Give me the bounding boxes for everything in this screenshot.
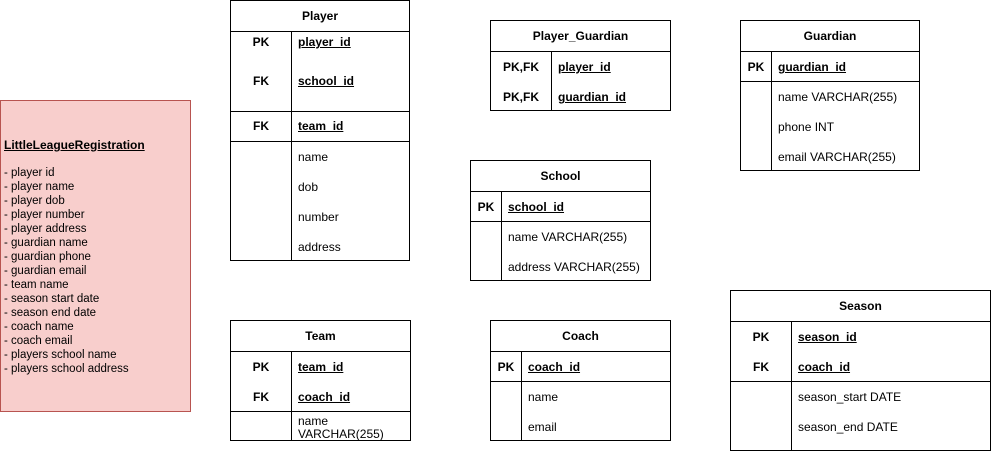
phone-field: phone INT <box>778 120 835 134</box>
player-guardian-table[interactable]: Player_Guardian PK,FK player_id PK,FK gu… <box>490 20 671 111</box>
note-item: - guardian name <box>4 237 88 249</box>
pk-label: PK <box>477 200 495 214</box>
note-item: - guardian phone <box>4 251 91 263</box>
note-item: - coach email <box>4 335 73 347</box>
fk-label: FK <box>753 360 769 374</box>
note-item: - season start date <box>4 293 100 305</box>
note-item: - player dob <box>4 195 65 207</box>
note-item: - team name <box>4 279 69 291</box>
player-guardian-table-title: Player_Guardian <box>491 21 670 52</box>
school-id-field: school_id <box>298 74 355 88</box>
school-id-field: school_id <box>508 200 565 214</box>
pk-fk-label: PK,FK <box>503 90 539 104</box>
email-field: email VARCHAR(255) <box>778 150 896 164</box>
fk-label: FK <box>253 390 269 404</box>
team-id-field: team_id <box>298 360 344 374</box>
address-field: address VARCHAR(255) <box>508 260 640 274</box>
school-table-title: School <box>471 161 650 192</box>
pk-fk-label: PK,FK <box>503 60 539 74</box>
note-list: - player id - player name - player dob -… <box>4 166 129 376</box>
name-field: name VARCHAR(255) <box>778 90 898 104</box>
player-id-field: player_id <box>558 60 611 74</box>
player-id-field: player_id <box>298 35 351 49</box>
fk-label: FK <box>253 74 269 88</box>
note-item: - players school address <box>4 363 129 375</box>
coach-table[interactable]: Coach PK coach_id name email <box>490 320 671 441</box>
number-field: number <box>298 210 339 224</box>
coach-table-title: Coach <box>491 321 670 352</box>
season-start-field: season_start DATE <box>798 390 902 404</box>
season-end-field: season_end DATE <box>798 420 898 434</box>
coach-id-field: coach_id <box>798 360 851 374</box>
team-table-title: Team <box>231 321 410 352</box>
note-item: - players school name <box>4 349 117 361</box>
note-item: - player address <box>4 223 87 235</box>
pk-label: PK <box>252 360 270 374</box>
name-field: name <box>528 390 559 404</box>
team-id-field: team_id <box>298 119 344 133</box>
guardian-id-field: guardian_id <box>558 90 627 104</box>
note-item: - coach name <box>4 321 74 333</box>
requirements-note[interactable]: LittleLeagueRegistration - player id - p… <box>0 100 191 412</box>
note-item: - player name <box>4 181 75 193</box>
fk-label: FK <box>253 119 269 133</box>
note-item: - season end date <box>4 307 97 319</box>
pk-label: PK <box>497 360 515 374</box>
pk-label: PK <box>752 330 770 344</box>
note-item: - player number <box>4 209 85 221</box>
guardian-id-field: guardian_id <box>778 60 847 74</box>
season-id-field: season_id <box>798 330 857 344</box>
team-table[interactable]: Team PK team_id FK coach_id name VARCHAR… <box>230 320 411 441</box>
guardian-table[interactable]: Guardian PK guardian_id name VARCHAR(255… <box>740 20 920 171</box>
name-type: VARCHAR(255) <box>298 427 384 441</box>
name-field: name <box>298 150 329 164</box>
player-table-title: Player <box>231 1 409 32</box>
note-item: - player id <box>4 167 55 179</box>
name-field: name <box>298 414 329 428</box>
pk-label: PK <box>747 60 765 74</box>
name-field: name VARCHAR(255) <box>508 230 628 244</box>
guardian-table-title: Guardian <box>741 21 919 52</box>
season-table-title: Season <box>731 291 990 322</box>
note-title: LittleLeagueRegistration <box>4 138 145 152</box>
note-item: - guardian email <box>4 265 87 277</box>
coach-id-field: coach_id <box>298 390 351 404</box>
coach-id-field: coach_id <box>528 360 581 374</box>
address-field: address <box>298 240 341 254</box>
email-field: email <box>528 420 557 434</box>
player-table[interactable]: Player PK player_id FK school_id FK team… <box>230 0 410 261</box>
dob-field: dob <box>298 180 319 194</box>
school-table[interactable]: School PK school_id name VARCHAR(255) ad… <box>470 160 651 281</box>
season-table[interactable]: Season PK season_id FK coach_id season_s… <box>730 290 991 451</box>
pk-label: PK <box>252 35 270 49</box>
